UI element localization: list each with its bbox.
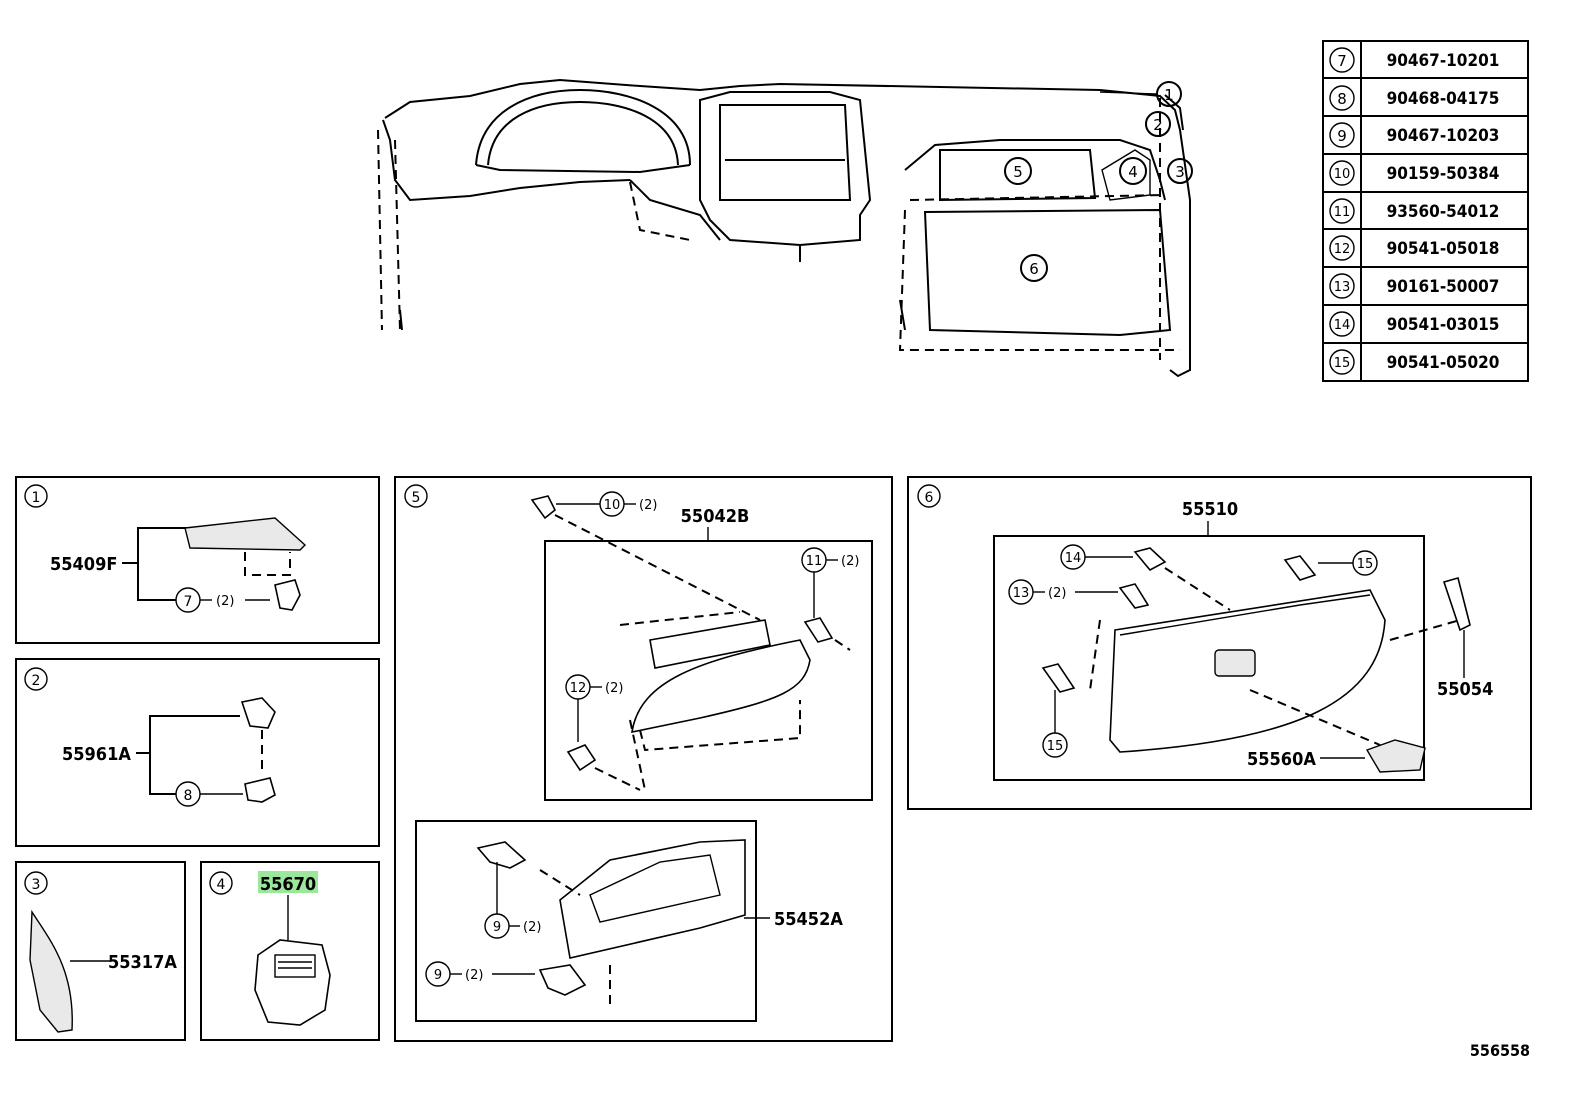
table-row-part-no: 90161-50007 — [1387, 277, 1500, 297]
clip-upper-part — [240, 697, 276, 729]
svg-text:5: 5 — [412, 490, 421, 506]
svg-text:7: 7 — [184, 594, 193, 610]
diagram-id: 556558 — [1470, 1041, 1530, 1060]
svg-text:4: 4 — [217, 877, 226, 893]
overview-callout-2: 2 — [1145, 111, 1171, 137]
svg-text:9: 9 — [493, 920, 501, 935]
bumper-14-part — [1133, 547, 1167, 572]
screw-11-part — [803, 617, 834, 643]
part-label-55961A: 55961A — [62, 744, 131, 765]
svg-text:9: 9 — [434, 968, 442, 983]
svg-text:5: 5 — [1013, 163, 1023, 181]
table-row-ref: 11 — [1334, 205, 1351, 220]
table-row-part-no: 90468-04175 — [1387, 89, 1500, 109]
air-vent-part — [254, 939, 331, 1026]
svg-text:3: 3 — [1175, 163, 1185, 181]
clip-8-part — [244, 777, 276, 803]
parts-table: 7 8 9 10 11 12 13 14 15 90467-10201 9046… — [1322, 40, 1529, 382]
overview-callout-1: 1 — [1099, 81, 1182, 107]
panel-5: 5 55042B 10 (2) 11 (2) 12 (2) 55452A — [394, 476, 893, 1042]
svg-text:4: 4 — [1128, 163, 1138, 181]
table-row-part-no: 93560-54012 — [1387, 202, 1500, 222]
part-label-55317A: 55317A — [108, 952, 177, 973]
overview-callout-4: 4 — [1119, 157, 1147, 185]
table-row-part-no: 90541-05020 — [1387, 353, 1500, 373]
svg-text:15: 15 — [1357, 557, 1374, 572]
panel-1: 1 55409F 7 (2) — [15, 476, 380, 644]
table-row-ref: 12 — [1334, 242, 1351, 257]
part-label-55054: 55054 — [1437, 679, 1493, 700]
table-row-ref: 14 — [1334, 318, 1351, 333]
part-label-55452A: 55452A — [774, 909, 843, 930]
overview-callout-5: 5 — [1004, 157, 1032, 185]
svg-text:14: 14 — [1065, 551, 1082, 566]
svg-text:10: 10 — [604, 498, 621, 513]
overview-callout-3: 3 — [1167, 158, 1193, 184]
table-row-ref: 10 — [1334, 167, 1351, 182]
table-row-ref: 13 — [1334, 280, 1351, 295]
table-row-part-no: 90467-10203 — [1387, 126, 1500, 146]
part-label-55560A: 55560A — [1247, 749, 1316, 770]
table-row-part-no: 90159-50384 — [1387, 164, 1500, 184]
panel-4: 4 55670 — [200, 861, 380, 1041]
part-label-55409F: 55409F — [50, 554, 117, 575]
part-highlight — [258, 871, 318, 893]
clip-12-part — [566, 744, 597, 772]
lower-panel-part — [559, 839, 746, 959]
overview-callout-6: 6 — [1020, 254, 1048, 282]
svg-text:(2): (2) — [465, 968, 483, 983]
svg-text:12: 12 — [570, 681, 587, 696]
svg-text:15: 15 — [1047, 739, 1064, 754]
svg-text:3: 3 — [32, 877, 41, 893]
clip-9b-part — [538, 964, 587, 996]
clip-9a-part — [476, 841, 527, 869]
svg-text:(2): (2) — [639, 498, 657, 513]
part-label-55042B: 55042B — [681, 506, 750, 527]
table-row-ref: 8 — [1337, 90, 1347, 108]
bumper-15a-part — [1283, 555, 1317, 581]
table-row-ref: 15 — [1334, 356, 1351, 371]
svg-text:6: 6 — [1029, 260, 1039, 278]
panel-6: 6 55510 14 13 (2) 15 15 55054 55560A — [907, 476, 1532, 810]
table-row-part-no: 90541-03015 — [1387, 315, 1500, 335]
svg-text:(2): (2) — [605, 681, 623, 696]
svg-text:(2): (2) — [216, 594, 234, 609]
svg-text:2: 2 — [32, 673, 41, 689]
bolt-10-part — [530, 495, 557, 520]
svg-text:(2): (2) — [1048, 586, 1066, 601]
svg-text:1: 1 — [32, 490, 41, 506]
bumper-15b-part — [1041, 663, 1076, 693]
table-row-part-no: 90541-05018 — [1387, 239, 1500, 259]
airbag-bracket-part — [631, 639, 811, 734]
table-row-ref: 9 — [1337, 127, 1347, 145]
table-row-part-no: 90467-10201 — [1387, 51, 1500, 71]
svg-text:11: 11 — [806, 554, 823, 569]
side-panel-part — [29, 909, 73, 1033]
svg-text:1: 1 — [1164, 86, 1174, 104]
dashboard-overview — [377, 78, 1191, 378]
part-label-55670: 55670 — [260, 874, 316, 895]
svg-text:2: 2 — [1153, 116, 1163, 134]
panel-3: 3 55317A — [15, 861, 186, 1041]
svg-text:(2): (2) — [523, 920, 541, 935]
end-cover-part — [184, 517, 307, 551]
lock-cylinder-part — [1442, 577, 1471, 632]
latch-part — [1365, 739, 1426, 773]
clip-7-part — [274, 579, 301, 611]
svg-text:13: 13 — [1013, 586, 1030, 601]
svg-text:(2): (2) — [841, 554, 859, 569]
svg-text:6: 6 — [925, 490, 934, 506]
screw-13-part — [1118, 583, 1150, 609]
table-row-ref: 7 — [1337, 52, 1347, 70]
svg-text:8: 8 — [184, 788, 193, 804]
part-label-55510: 55510 — [1182, 499, 1238, 520]
panel-2: 2 55961A 8 — [15, 658, 380, 847]
